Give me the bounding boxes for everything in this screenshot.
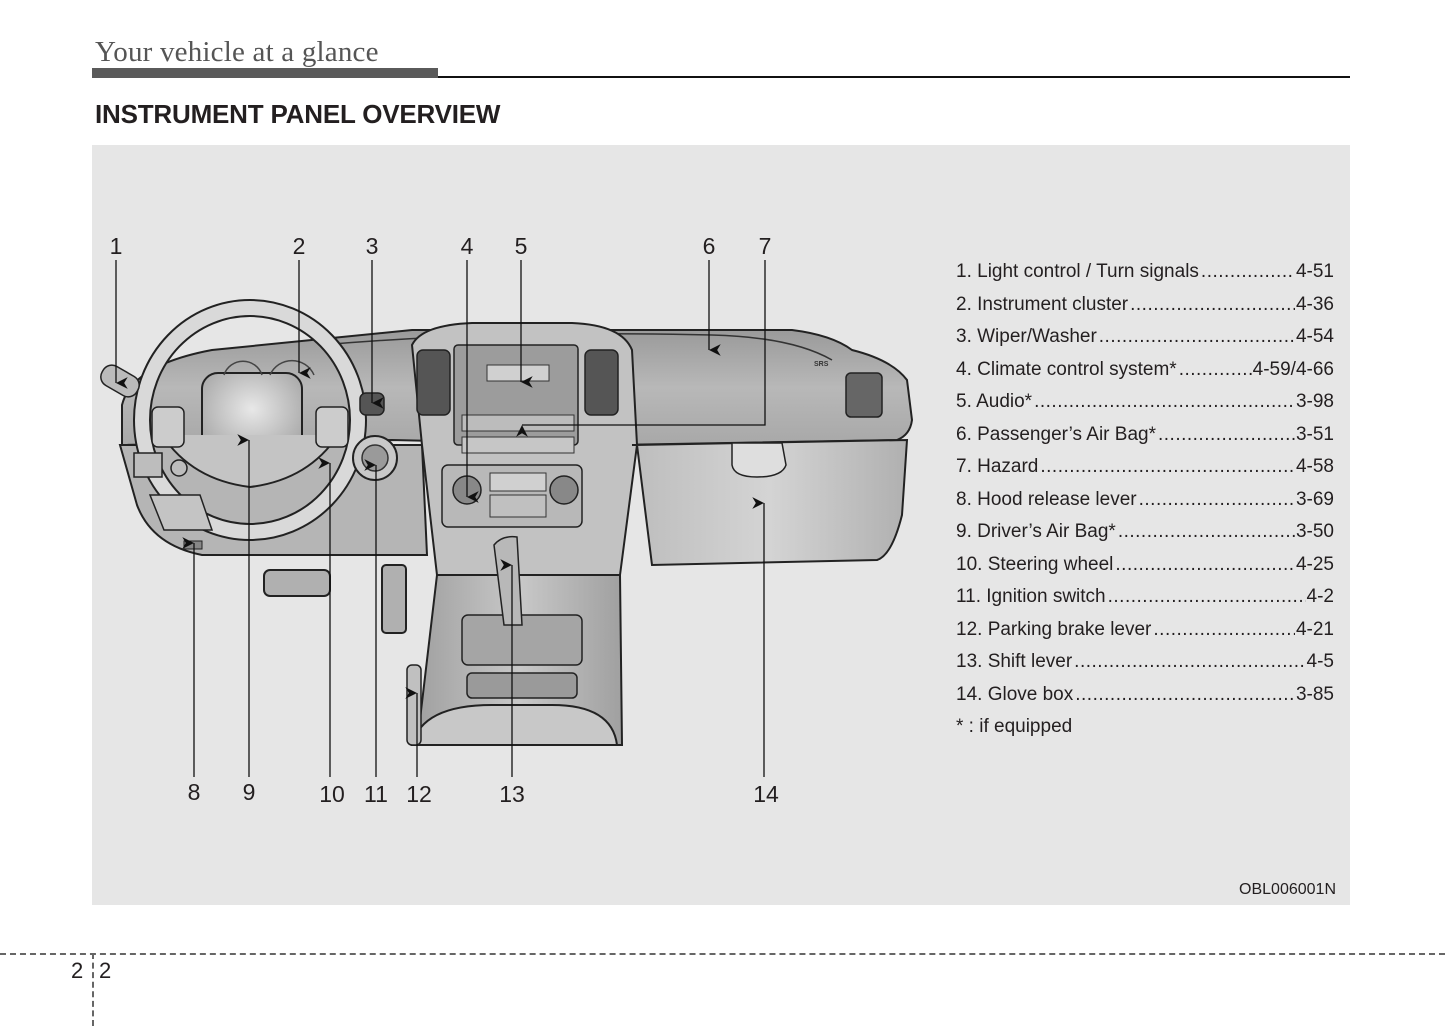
legend-item: 12. Parking brake lever4-21 xyxy=(956,618,1334,651)
page-reference: 4-5 xyxy=(1306,651,1334,672)
steering-wheel xyxy=(133,299,367,541)
center-stack xyxy=(410,322,639,576)
legend-item: 1. Light control / Turn signals4-51 xyxy=(956,260,1334,293)
legend-footnote: * : if equipped xyxy=(956,716,1073,737)
chapter-number: 2 xyxy=(71,958,84,983)
srs-mark: SRS xyxy=(814,361,829,368)
page-reference: 3-85 xyxy=(1295,683,1334,705)
callout-3: 3 xyxy=(365,233,379,259)
callout-5: 5 xyxy=(514,233,528,259)
page-reference: 3-98 xyxy=(1295,391,1334,412)
section-title: Your vehicle at a glance xyxy=(95,36,379,68)
callout-13: 13 xyxy=(499,781,525,807)
callout-9: 9 xyxy=(242,779,256,805)
page-reference: 3-69 xyxy=(1295,488,1334,510)
page-reference: 4-2 xyxy=(1306,586,1334,607)
footer-divider xyxy=(0,953,1445,955)
legend-item: 5. Audio*3-98 xyxy=(956,390,1334,423)
legend-item: 4. Climate control system*4-59/4-66 xyxy=(956,358,1334,391)
page-heading: INSTRUMENT PANEL OVERVIEW xyxy=(95,99,501,129)
page-reference: 4-59/4-66 xyxy=(1252,358,1334,380)
header-rule-thin xyxy=(438,76,1350,78)
callout-11: 11 xyxy=(364,781,388,807)
instrument-panel-illustration: SRS xyxy=(100,260,914,777)
callout-14: 14 xyxy=(753,781,779,807)
callout-4: 4 xyxy=(460,233,474,259)
footer-vertical-divider xyxy=(92,953,94,1026)
callout-2: 2 xyxy=(292,233,306,259)
center-console xyxy=(406,535,624,746)
page-reference: 4-36 xyxy=(1295,293,1334,315)
callout-10: 10 xyxy=(319,781,345,807)
page-reference: 3-50 xyxy=(1295,521,1334,542)
callout-1: 1 xyxy=(109,233,123,259)
legend-item: 13. Shift lever4-5 xyxy=(956,650,1334,683)
page-number: 2 xyxy=(99,958,112,983)
pedals xyxy=(263,564,407,634)
callout-6: 6 xyxy=(702,233,716,259)
legend-item: 11. Ignition switch4-2 xyxy=(956,585,1334,618)
page-reference: 3-51 xyxy=(1295,423,1334,445)
legend-item: 7. Hazard4-58 xyxy=(956,455,1334,488)
leader-7 xyxy=(516,260,766,437)
page-reference: 4-25 xyxy=(1295,553,1334,575)
callout-7: 7 xyxy=(758,233,772,259)
page-reference: 4-54 xyxy=(1295,326,1334,347)
legend-item: 8. Hood release lever3-69 xyxy=(956,488,1334,521)
callout-8: 8 xyxy=(187,779,201,805)
legend-item: 14. Glove box3-85 xyxy=(956,683,1334,716)
page-reference: 4-51 xyxy=(1295,261,1334,282)
legend-item: 2. Instrument cluster4-36 xyxy=(956,293,1334,326)
image-code: OBL006001N xyxy=(1239,881,1336,898)
page-reference: 4-21 xyxy=(1295,618,1334,640)
legend-item: 6. Passenger’s Air Bag*3-51 xyxy=(956,423,1334,456)
legend-item: 10. Steering wheel4-25 xyxy=(956,553,1334,586)
component-legend: 1. Light control / Turn signals4-51 2. I… xyxy=(956,260,1334,739)
figure-panel: SRS 1 2 3 4 5 6 7 8 9 10 11 12 13 14 xyxy=(92,145,1350,905)
page-reference: 4-58 xyxy=(1295,456,1334,477)
leader-lines xyxy=(115,260,766,777)
header-rule-thick xyxy=(92,68,438,78)
legend-item: 3. Wiper/Washer4-54 xyxy=(956,325,1334,358)
legend-item: 9. Driver’s Air Bag*3-50 xyxy=(956,520,1334,553)
ignition-switch xyxy=(352,435,398,481)
callout-12: 12 xyxy=(406,781,432,807)
